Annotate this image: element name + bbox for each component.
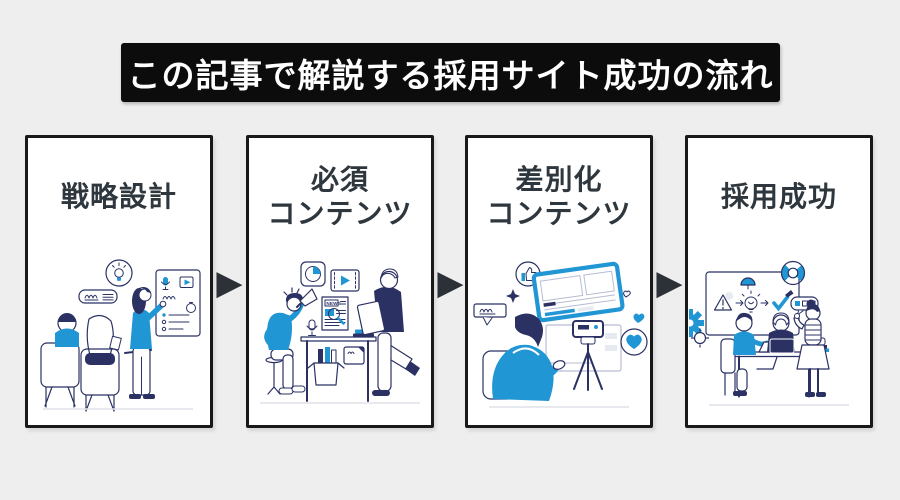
vlogger-figure: [482, 313, 566, 401]
step-card-essential-contents: 必須 コンテンツ NEWS: [246, 135, 434, 428]
page-title: この記事で解説する採用サイト成功の流れ: [127, 56, 774, 94]
essential-contents-svg: NEWS: [260, 261, 420, 404]
bullet-list: [161, 313, 190, 332]
arrow-right-2: [760, 300, 769, 306]
flipchart: [155, 269, 201, 337]
seated-person-figure: [767, 312, 795, 354]
megaphone-presenter-figure: [264, 287, 318, 395]
step-4-label: 採用成功: [720, 180, 837, 212]
play-button-icon: [179, 276, 194, 288]
step-2-label: 必須 コンテンツ: [267, 163, 413, 229]
lightbulb-badge-icon: [105, 259, 133, 287]
step-card-differentiation-contents: 差別化 コンテンツ: [465, 135, 653, 428]
differentiation-contents-svg: [473, 261, 648, 408]
strategy-illustration: [28, 255, 210, 419]
news-article-icon: NEWS: [321, 296, 349, 331]
sparkle-icon: [506, 289, 520, 303]
presenter-figure: [124, 286, 167, 399]
arrow-glyph: ▶: [216, 263, 243, 303]
svg-text:NEWS: NEWS: [326, 301, 341, 306]
flow-arrow-icon-1: ▶: [213, 263, 246, 303]
heart-icons: [620, 290, 648, 356]
gear-icon: [689, 309, 710, 348]
step-card-hiring-success: 採用成功: [685, 135, 873, 428]
arrow-right-1: [735, 300, 744, 306]
speech-bubble-icon: [78, 289, 118, 304]
laptop-open: [756, 356, 778, 370]
lifebuoy-icon: [780, 260, 806, 286]
flow-arrow-icon-3: ▶: [653, 263, 686, 303]
megaphone-icon: [296, 288, 318, 308]
step-1-label: 戦略設計: [60, 180, 177, 212]
video-play-icon: [330, 269, 360, 292]
title-banner: この記事で解説する採用サイト成功の流れ: [121, 43, 780, 102]
flask-doodle: [186, 302, 196, 313]
arrow-glyph: ▶: [437, 263, 464, 303]
microphone-icon: [306, 319, 318, 336]
hiring-success-svg: [689, 260, 849, 406]
flow-arrow-icon-2: ▶: [434, 263, 467, 303]
standing-woman-figure: [793, 299, 830, 397]
standing-reader-figure: [356, 268, 420, 396]
document-icon: [343, 346, 365, 365]
checkmark-icon: [772, 290, 794, 312]
desk: [300, 336, 377, 402]
box-of-books: [307, 347, 345, 386]
speech-bubble-icon: [473, 303, 507, 326]
arrow-glyph: ▶: [656, 263, 683, 303]
hiring-success-illustration: [688, 255, 870, 419]
step-card-strategy: 戦略設計: [25, 135, 213, 428]
lightbulb-icon: [741, 290, 761, 313]
video-screen: [531, 261, 625, 323]
step-3-label: 差別化 コンテンツ: [486, 163, 632, 229]
strategy-presentation-svg: [40, 259, 201, 412]
pie-chart-icon: [300, 261, 326, 287]
audience-figures: [40, 313, 122, 412]
cursive-line: [162, 296, 176, 300]
essential-contents-illustration: NEWS: [249, 255, 431, 419]
differentiation-contents-illustration: [468, 255, 650, 419]
warning-icon: [713, 292, 733, 311]
smartphone-tripod: [572, 320, 604, 391]
umbrella-icon: [740, 277, 756, 290]
microphone-icon: [161, 277, 170, 290]
